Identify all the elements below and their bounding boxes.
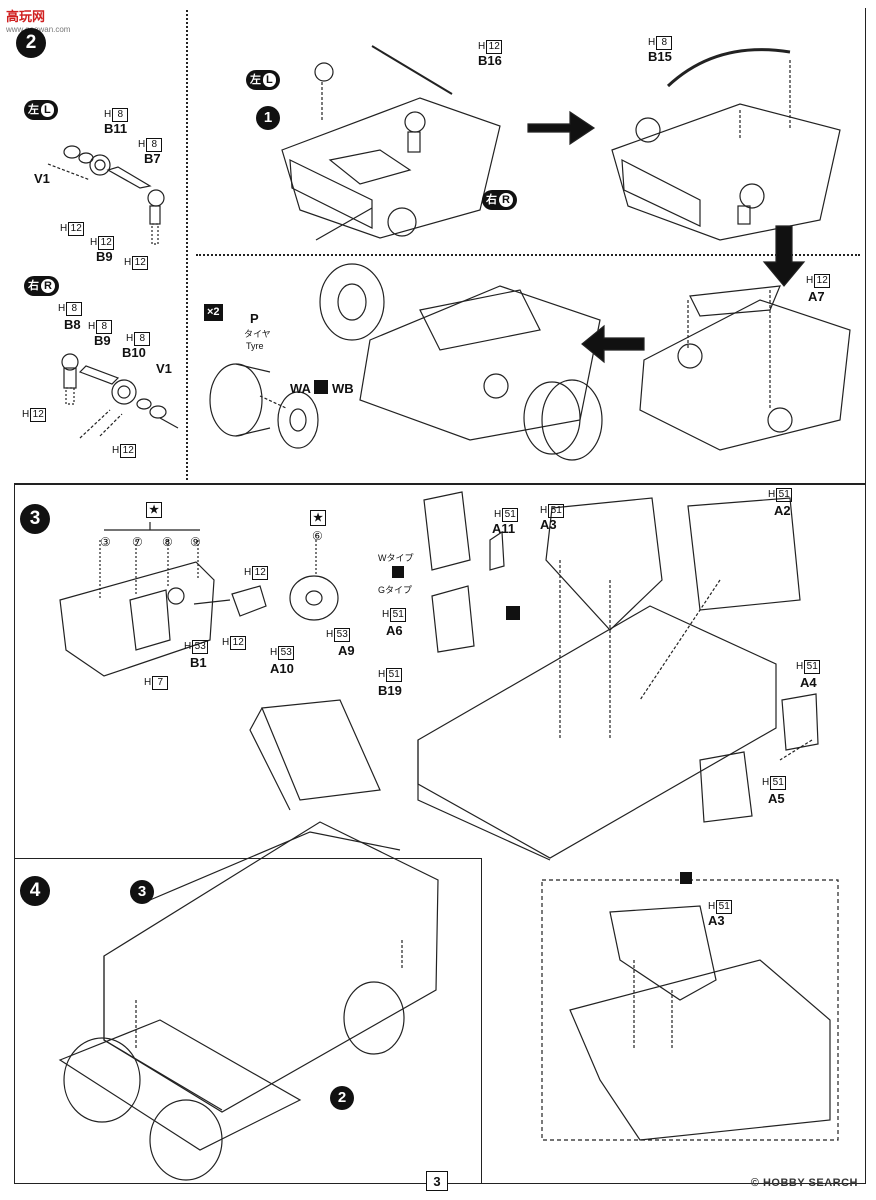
left-kanji: 左 — [28, 104, 39, 116]
label-a6: A6 — [386, 623, 403, 638]
right-letter-2: R — [499, 193, 513, 207]
label-w-type: Wタイプ — [378, 553, 414, 563]
right-letter: R — [41, 279, 55, 293]
type-symbol — [392, 566, 404, 578]
label-star-8: ⑧ — [162, 535, 173, 549]
label-x2: ×2 — [204, 304, 223, 321]
ref-step-2-badge: 2 — [330, 1086, 354, 1110]
label-a3: A3 — [540, 517, 557, 532]
label-star-7: ⑦ — [132, 535, 143, 549]
label-b11: B11 — [104, 121, 128, 136]
label-b10: B10 — [122, 345, 146, 360]
label-star-6: ⑥ — [312, 529, 323, 543]
label-a2: A2 — [774, 503, 791, 518]
label-wb: WB — [332, 381, 354, 396]
label-star-9: ⑨ — [190, 535, 201, 549]
label-tyre-jp: タイヤ — [244, 329, 271, 339]
step-4-badge: 4 — [20, 876, 50, 906]
label-inset-a3: A3 — [708, 913, 725, 928]
label-a7: A7 — [808, 289, 825, 304]
page-number: 3 — [426, 1171, 448, 1191]
paint-icon — [506, 606, 520, 620]
label-star-3: ③ — [100, 535, 111, 549]
label-g-type: Gタイプ — [378, 585, 413, 595]
left-kanji-2: 左 — [250, 74, 261, 86]
left-letter-2: L — [263, 73, 276, 87]
label-b9: B9 — [96, 249, 113, 264]
label-b16: B16 — [478, 53, 502, 68]
ref-step-3-badge: 3 — [130, 880, 154, 904]
right-kanji: 右 — [28, 280, 39, 292]
label-tyre-en: Tyre — [246, 341, 264, 351]
label-b19: B19 — [378, 683, 402, 698]
label-b15: B15 — [648, 49, 672, 64]
label-v1-b: V1 — [156, 361, 172, 376]
site-logo-title: 高玩网 — [6, 9, 46, 24]
left-letter: L — [41, 103, 54, 117]
label-a9: A9 — [338, 643, 355, 658]
label-a4: A4 — [800, 675, 817, 690]
label-b9b: B9 — [94, 333, 111, 348]
label-a10: A10 — [270, 661, 294, 676]
label-b1: B1 — [190, 655, 207, 670]
divider-vertical — [186, 10, 188, 480]
divider-horizontal — [196, 254, 860, 256]
label-tyre-p: P — [250, 311, 259, 326]
label-b8: B8 — [64, 317, 81, 332]
star-icon-2: ★ — [310, 510, 326, 526]
label-wa: WA — [290, 381, 311, 396]
step-2-badge: 2 — [16, 28, 46, 58]
inset-type-symbol — [680, 872, 692, 884]
sub-step-1-badge: 1 — [256, 106, 280, 130]
label-a5: A5 — [768, 791, 785, 806]
label-b7: B7 — [144, 151, 161, 166]
star-icon: ★ — [146, 502, 162, 518]
step-3-badge: 3 — [20, 504, 50, 534]
top-frame — [14, 8, 866, 484]
right-kanji-2: 右 — [486, 194, 497, 206]
label-v1-a: V1 — [34, 171, 50, 186]
step4-frame — [14, 858, 482, 1184]
label-a11: A11 — [492, 521, 516, 536]
hobby-search-watermark: © HOBBY SEARCH — [750, 1177, 858, 1189]
wheel-type-symbol — [314, 380, 328, 394]
